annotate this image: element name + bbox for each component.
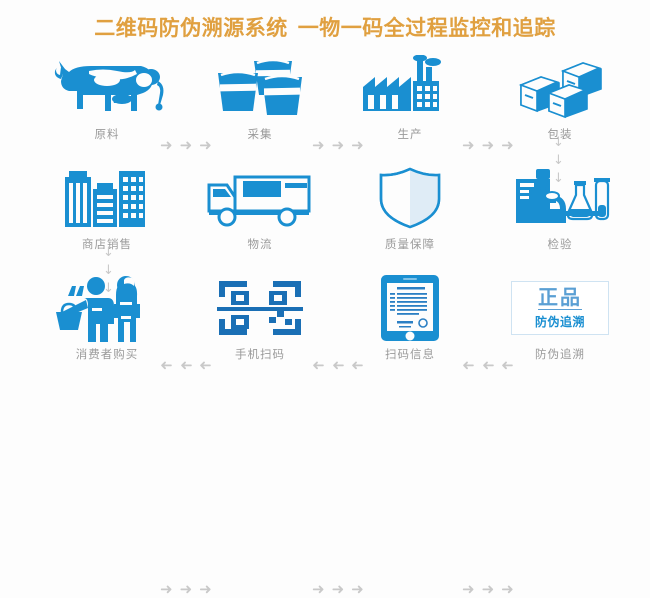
- arrow-right-icon: ➜: [501, 580, 514, 598]
- arrow-group-consumer-to-scan: ➜ ➜ ➜: [160, 582, 212, 597]
- arrow-right-icon: ➜: [462, 580, 475, 598]
- certificate-icon: 正品 防伪追溯: [485, 272, 635, 344]
- flow-step-label: 包装: [547, 127, 573, 141]
- infographic-canvas: 二维码防伪溯源系统一物一码全过程监控和追踪: [0, 12, 650, 597]
- flow-step-label: 物流: [247, 237, 273, 251]
- arrow-down-icon: ↓: [103, 263, 114, 278]
- flow-step-logistics[interactable]: 物流: [185, 162, 335, 267]
- flow-step-collection[interactable]: 采集: [185, 52, 335, 157]
- flow-step-label: 扫码信息: [385, 347, 435, 361]
- arrow-right-icon: ➜: [179, 136, 193, 154]
- cow-icon: [32, 52, 182, 124]
- arrow-group-package-to-inspection: ↓ ↓ ↓: [553, 136, 564, 185]
- flow-row-3: 消费者购买 ➜ ➜ ➜: [0, 272, 650, 597]
- flow-step-scan-info[interactable]: 扫码信息: [335, 272, 485, 377]
- arrow-right-icon: ➜: [312, 580, 325, 598]
- arrow-right-icon: ➜: [312, 136, 325, 154]
- flow-step-label: 生产: [397, 127, 423, 141]
- truck-icon: [185, 162, 335, 234]
- flow-step-store-sales[interactable]: 商店销售: [32, 162, 182, 267]
- flow-step-label: 商店销售: [82, 237, 132, 251]
- arrow-down-icon: ↓: [553, 171, 564, 186]
- flow-row-1: 原料 ➜ ➜ ➜: [0, 52, 650, 157]
- arrow-right-icon: ➜: [481, 136, 495, 154]
- flow-step-quality-assurance[interactable]: 质量保障: [335, 162, 485, 267]
- flow-step-inspection[interactable]: 检验: [485, 162, 635, 267]
- flow-step-consumer-purchase[interactable]: 消费者购买: [32, 272, 182, 377]
- flow-step-production[interactable]: 生产: [335, 52, 485, 157]
- flow-step-label: 防伪追溯: [535, 347, 585, 361]
- page-title: 二维码防伪溯源系统一物一码全过程监控和追踪: [0, 12, 650, 42]
- arrow-right-icon: ➜: [199, 580, 212, 598]
- buckets-icon: [185, 52, 335, 124]
- arrow-right-icon: ➜: [351, 580, 364, 598]
- tablet-info-icon: [335, 272, 485, 344]
- arrow-right-icon: ➜: [481, 580, 495, 598]
- flow-step-label: 质量保障: [385, 237, 435, 251]
- flow-step-label: 消费者购买: [75, 347, 139, 361]
- certificate-main-text: 正品: [538, 284, 582, 310]
- buildings-icon: [32, 162, 182, 234]
- factory-icon: [335, 52, 485, 124]
- arrow-right-icon: ➜: [179, 580, 193, 598]
- arrow-down-icon: ↓: [553, 153, 564, 168]
- shield-icon: [335, 162, 485, 234]
- arrow-right-icon: ➜: [331, 136, 345, 154]
- arrow-down-icon: ↓: [553, 135, 564, 150]
- arrow-right-icon: ➜: [160, 580, 173, 598]
- arrow-right-icon: ➜: [462, 136, 475, 154]
- flow-step-anti-counterfeit[interactable]: 正品 防伪追溯 防伪追溯: [485, 272, 635, 377]
- cartons-icon: [485, 52, 635, 124]
- arrow-right-icon: ➜: [351, 136, 364, 154]
- arrow-down-icon: ↓: [103, 281, 114, 296]
- page-title-part1: 二维码防伪溯源系统: [94, 16, 288, 40]
- microscope-icon: [485, 162, 635, 234]
- flow-step-mobile-scan[interactable]: 手机扫码: [185, 272, 335, 377]
- arrow-group-collect-to-produce: ➜ ➜ ➜: [312, 138, 364, 153]
- page-title-part2: 一物一码全过程监控和追踪: [297, 16, 556, 40]
- arrow-group-raw-to-collect: ➜ ➜ ➜: [160, 138, 212, 153]
- arrow-right-icon: ➜: [501, 136, 514, 154]
- flow-step-label: 手机扫码: [235, 347, 285, 361]
- arrow-right-icon: ➜: [160, 136, 173, 154]
- arrow-group-info-to-certificate: ➜ ➜ ➜: [462, 582, 514, 597]
- flow-step-label: 检验: [547, 237, 573, 251]
- arrow-group-store-to-consumer: ↓ ↓ ↓: [103, 246, 114, 295]
- flow-step-raw-material[interactable]: 原料: [32, 52, 182, 157]
- flow-step-packaging[interactable]: 包装: [485, 52, 635, 157]
- arrow-right-icon: ➜: [199, 136, 212, 154]
- certificate-sub-text: 防伪追溯: [534, 314, 585, 329]
- flow-step-label: 采集: [247, 127, 273, 141]
- arrow-right-icon: ➜: [331, 580, 345, 598]
- arrow-group-produce-to-package: ➜ ➜ ➜: [462, 138, 514, 153]
- shoppers-icon: [32, 272, 182, 344]
- arrow-down-icon: ↓: [103, 245, 114, 260]
- certificate-box: 正品 防伪追溯: [511, 281, 609, 335]
- qrcode-icon: [185, 272, 335, 344]
- flow-row-2: 商店销售 ➜ ➜ ➜: [0, 162, 650, 374]
- arrow-group-scan-to-info: ➜ ➜ ➜: [312, 582, 364, 597]
- flow-step-label: 原料: [94, 127, 120, 141]
